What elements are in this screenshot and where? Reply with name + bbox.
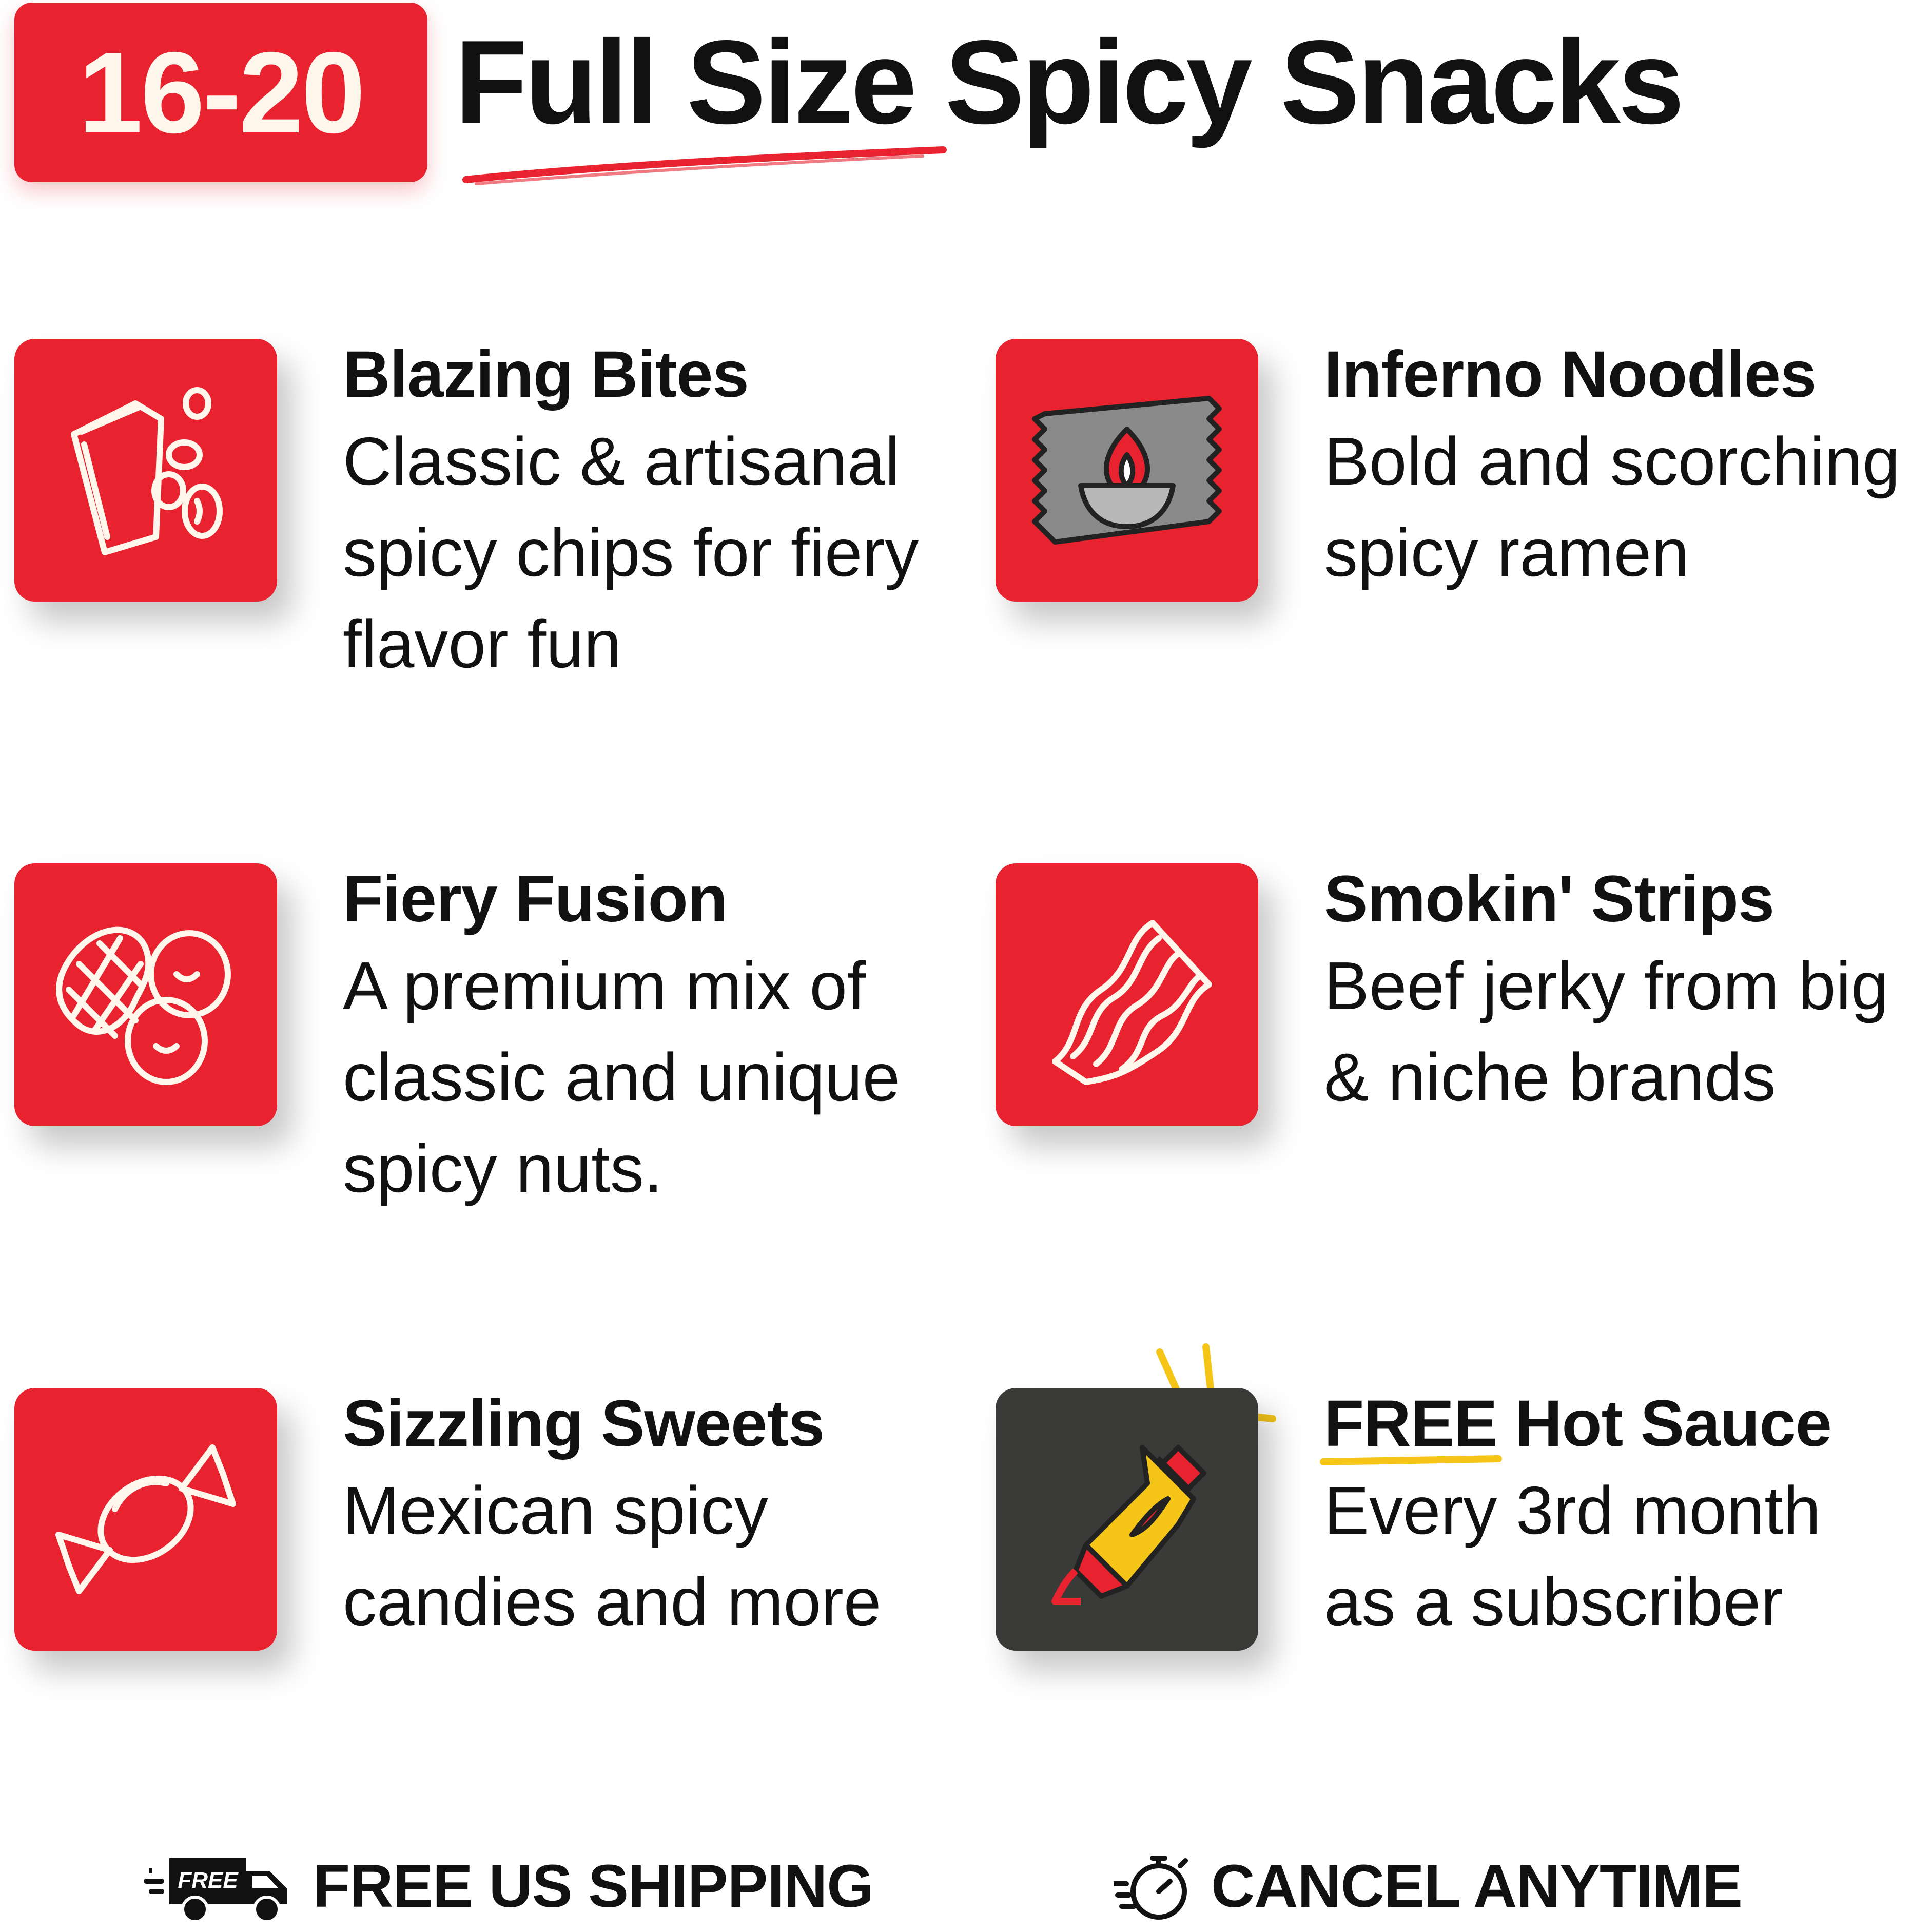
feature-blazing-bites: Blazing Bites Classic & artisanal spicy …: [14, 338, 974, 708]
feature-title: Inferno Noodles: [1324, 338, 1817, 411]
feature-description: Every 3rd month as a subscriber: [1324, 1473, 1821, 1639]
feature-text: FREE Hot Sauce Every 3rd month as a subs…: [1324, 1383, 1931, 1648]
feature-free-hot-sauce: FREE Hot Sauce Every 3rd month as a subs…: [996, 1343, 1931, 1757]
snack-count: 16-20: [78, 27, 365, 157]
feature-fiery-fusion: Fiery Fusion A premium mix of classic an…: [14, 862, 974, 1233]
feature-text: Blazing Bites Classic & artisanal spicy …: [343, 334, 974, 690]
delivery-truck-icon: FREE: [144, 1858, 287, 1923]
page-title: Full Size Spicy Snacks: [455, 16, 1684, 149]
hot-sauce-bottle-icon: [996, 1388, 1258, 1651]
shipping-badge-text: FREE: [178, 1868, 239, 1893]
chips-bag-icon: [14, 339, 277, 602]
candy-icon: [14, 1388, 277, 1651]
feature-description: Bold and scorching spicy ramen: [1324, 423, 1900, 590]
feature-title: FREE Hot Sauce: [1324, 1383, 1931, 1465]
feature-text: Inferno Noodles Bold and scorching spicy…: [1324, 334, 1931, 598]
free-shipping: FREE FREE US SHIPPING: [144, 1848, 874, 1925]
feature-sizzling-sweets: Sizzling Sweets Mexican spicy candies an…: [14, 1387, 974, 1757]
feature-text: Smokin' Strips Beef jerky from big & nic…: [1324, 858, 1931, 1123]
feature-inferno-noodles: Inferno Noodles Bold and scorching spicy…: [996, 338, 1931, 708]
cancel-anytime: CANCEL ANYTIME: [1114, 1848, 1743, 1925]
feature-text: Fiery Fusion A premium mix of classic an…: [343, 858, 974, 1214]
snack-count-badge: 16-20: [14, 3, 427, 182]
feature-smokin-strips: Smokin' Strips Beef jerky from big & nic…: [996, 862, 1931, 1233]
feature-title: Fiery Fusion: [343, 862, 728, 936]
peanut-icon: [14, 863, 277, 1126]
feature-description: Beef jerky from big & niche brands: [1324, 948, 1889, 1115]
feature-title-rest: Hot Sauce: [1497, 1387, 1832, 1460]
free-highlight: FREE: [1324, 1383, 1497, 1465]
feature-title: Sizzling Sweets: [343, 1387, 825, 1460]
free-shipping-label: FREE US SHIPPING: [313, 1852, 874, 1920]
header: 16-20 Full Size Spicy Snacks: [14, 3, 1913, 187]
ramen-pack-icon: [996, 339, 1258, 602]
stopwatch-icon: [1114, 1856, 1188, 1920]
jerky-icon: [996, 863, 1258, 1126]
cancel-anytime-label: CANCEL ANYTIME: [1211, 1852, 1743, 1920]
feature-description: Mexican spicy candies and more: [343, 1473, 882, 1639]
brush-underline: [462, 146, 947, 185]
feature-text: Sizzling Sweets Mexican spicy candies an…: [343, 1383, 974, 1648]
feature-description: Classic & artisanal spicy chips for fier…: [343, 423, 919, 682]
feature-title: Blazing Bites: [343, 338, 749, 411]
feature-description: A premium mix of classic and unique spic…: [343, 948, 901, 1206]
feature-title: Smokin' Strips: [1324, 862, 1774, 936]
